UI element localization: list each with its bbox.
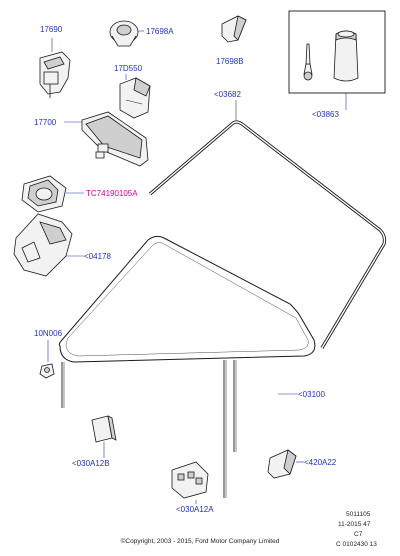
label-17700[interactable]: 17700 [34,118,57,127]
part-03682-moulding[interactable] [148,120,387,349]
part-030a12b-pad[interactable] [91,415,117,443]
label-030a12b[interactable]: <030A12B [72,459,110,468]
part-03100-windscreen[interactable] [58,235,316,498]
part-420a22-cap[interactable] [267,449,297,479]
label-03100[interactable]: <03100 [298,390,325,399]
part-04178-cover[interactable] [13,213,73,277]
label-17698b[interactable]: 17698B [216,57,244,66]
part-10n006-clip[interactable] [39,363,55,379]
part-17d550-bracket[interactable] [119,77,151,119]
label-03863[interactable]: <03863 [312,110,339,119]
part-17698a-cap[interactable] [109,20,139,47]
meta-line-2: 11-2015 47 [338,521,371,528]
part-030a12a-bracket[interactable] [171,461,209,499]
label-10n006[interactable]: 10N006 [34,329,63,338]
label-tc74190105a[interactable]: TC74190105A [86,189,138,198]
copyright: ©Copyright, 2003 - 2015, Ford Motor Comp… [121,537,280,545]
part-17690-sensor[interactable] [39,51,71,98]
meta-line-1: 5011105 [346,511,371,518]
label-17d550[interactable]: 17D550 [114,64,143,73]
part-03863-kit[interactable] [303,30,359,82]
label-420a22[interactable]: <420A22 [304,458,337,467]
label-17690[interactable]: 17690 [40,25,63,34]
label-04178[interactable]: <04178 [84,252,111,261]
label-17698a[interactable]: 17698A [146,27,174,36]
meta-line-3: C7 [354,531,363,538]
part-17700-mirror[interactable] [81,111,149,167]
part-17698b-cover[interactable] [221,15,247,43]
meta-line-4: C 0102430 13 [336,541,377,548]
part-tc74190105a-module[interactable] [21,175,67,213]
label-03682[interactable]: <03682 [214,90,241,99]
label-030a12a[interactable]: <030A12A [176,505,214,514]
